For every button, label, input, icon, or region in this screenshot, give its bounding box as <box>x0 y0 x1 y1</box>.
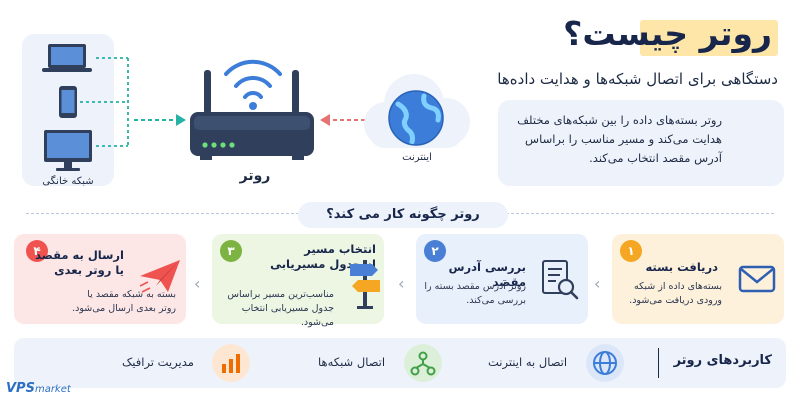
app-internet-icon-wrap <box>586 344 624 382</box>
step-title-3-line1: انتخاب مسیر <box>304 242 376 256</box>
globe-icon <box>593 351 617 375</box>
home-network-label: شبکه خانگی <box>42 176 94 187</box>
description-card <box>498 100 784 186</box>
step-chevron-1: ‹ <box>594 274 601 293</box>
step-title-2: بررسی آدرس مقصد <box>448 260 526 289</box>
step-desc-2: روتر آدرس مقصد بسته را بررسی می‌کند. <box>424 281 526 306</box>
signpost-icon <box>350 260 380 309</box>
step-desc-1: بسته‌های داده از شبکه ورودی دریافت می‌شو… <box>629 281 722 306</box>
step-badge-2: ۲ <box>424 240 446 262</box>
wifi-dot <box>249 102 257 110</box>
step-title-4-line2: یا روتر بعدی <box>54 263 124 277</box>
step-card-1: ۱ دریافت بسته بسته‌های داده از شبکه ورود… <box>612 234 784 324</box>
title-block: روتر چیست؟ <box>563 14 778 62</box>
step-chevron-3: ‹ <box>194 274 201 293</box>
paper-plane-icon <box>139 260 180 293</box>
app-traffic-label: مدیریت ترافیک <box>122 355 194 369</box>
step-badge-4: ۴ <box>26 240 48 262</box>
home-connection-lines <box>80 57 129 147</box>
step-badge-1: ۱ <box>620 240 642 262</box>
step-title-1: دریافت بسته <box>645 260 718 274</box>
network-icon <box>410 351 436 376</box>
step-title-3: انتخاب مسیر از جدول مسیریابی <box>256 242 376 272</box>
step-desc-3-line1: مناسب‌ترین مسیر براساس <box>227 289 334 300</box>
globe-icon <box>388 90 444 146</box>
router-label: روتر <box>239 168 271 184</box>
step-badge-3: ۳ <box>220 240 242 262</box>
app-network-label: اتصال شبکه‌ها <box>318 355 386 369</box>
app-traffic-icon-wrap <box>212 344 250 382</box>
step-desc-4-line2: روتر بعدی ارسال می‌شود. <box>72 303 176 314</box>
step-desc-4: بسته به شبکه مقصد یا روتر بعدی ارسال می‌… <box>26 288 176 316</box>
arrow-to-router <box>134 114 186 126</box>
step-card-2: ۲ بررسی آدرس مقصد روتر آدرس مقصد بسته را… <box>416 234 588 324</box>
router-icon <box>190 70 314 160</box>
step-title-3-line2: از جدول مسیریابی <box>270 257 376 271</box>
title-highlight <box>640 20 778 56</box>
applications-bar <box>14 338 786 388</box>
step-title-4-line1: ارسال به مقصد <box>35 248 124 262</box>
brand-logo-suffix: market <box>34 384 71 395</box>
page-subtitle: دستگاهی برای اتصال شبکه‌ها و هدایت داده‌… <box>497 70 778 88</box>
monitor-icon <box>44 130 92 171</box>
brand-logo-main: VPS <box>6 381 35 396</box>
brand-logo: VPSmarket <box>6 381 71 396</box>
step-title-4: ارسال به مقصد یا روتر بعدی <box>24 248 124 278</box>
step-card-3: ۳ انتخاب مسیر از جدول مسیریابی مناسب‌تری… <box>212 234 384 328</box>
page-title: روتر چیست؟ <box>563 14 772 53</box>
step-desc-3: مناسب‌ترین مسیر براساس جدول مسیریابی انت… <box>216 288 334 330</box>
description-text: روتر بسته‌های داده را بین شبکه‌های مختلف… <box>517 113 722 165</box>
app-network-icon-wrap <box>404 344 442 382</box>
bar-chart-icon <box>222 354 240 373</box>
step-desc-4-line1: بسته به شبکه مقصد یا <box>87 289 176 300</box>
step-chevron-2: ‹ <box>398 274 405 293</box>
envelope-icon <box>738 265 776 293</box>
phone-icon <box>59 86 77 118</box>
app-internet-label: اتصال به اینترنت <box>488 355 568 369</box>
step-desc-3-line2: جدول مسیریابی انتخاب می‌شود. <box>241 303 334 328</box>
step-card-4: ۴ ارسال به مقصد یا روتر بعدی بسته به شبک… <box>14 234 186 324</box>
wifi-icon <box>224 59 282 99</box>
internet-label: اینترنت <box>402 152 432 163</box>
document-search-icon <box>542 260 579 300</box>
applications-separator <box>658 348 659 378</box>
laptop-icon <box>42 44 92 72</box>
applications-title: کاربردهای روتر <box>673 353 772 368</box>
how-it-works-title: روتر چگونه کار می کند؟ <box>298 202 508 228</box>
